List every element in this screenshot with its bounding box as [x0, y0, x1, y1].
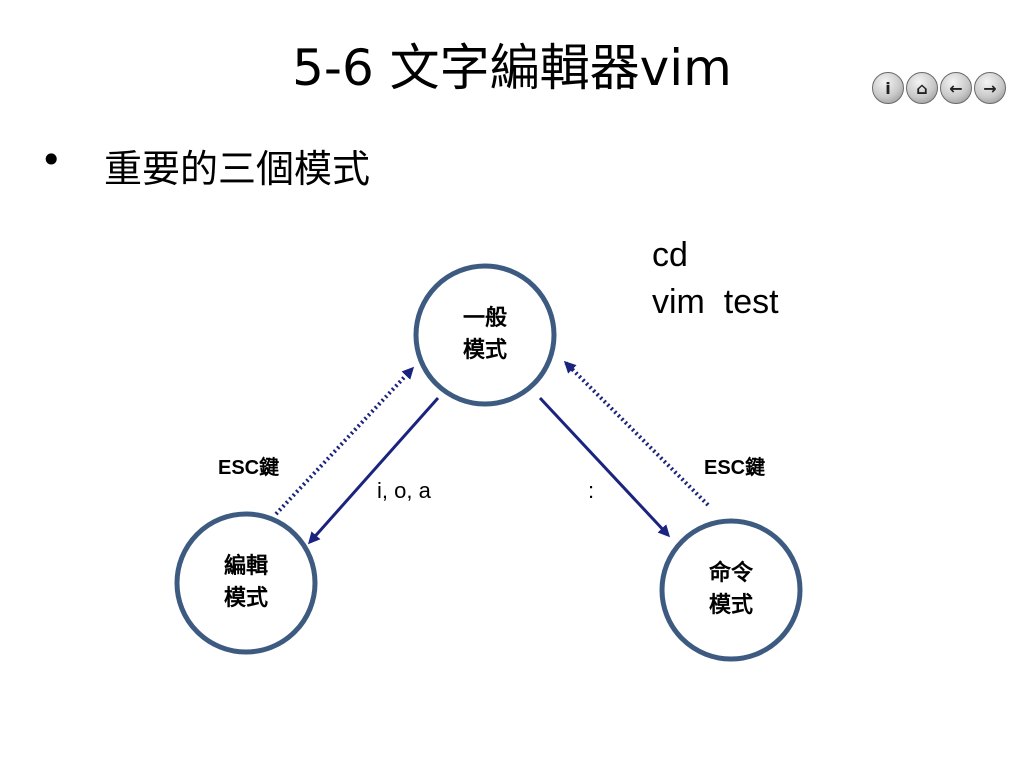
insert-keys-label: i, o, a	[377, 478, 431, 503]
edge-edit-to-normal-esc	[274, 366, 415, 516]
normal-mode-label: 一般 模式	[462, 306, 507, 363]
command-example: cd vim test	[652, 232, 779, 326]
edge-normal-to-command	[538, 396, 671, 538]
edit-esc-label: ESC鍵	[218, 457, 280, 479]
edit-mode-circle	[174, 511, 318, 655]
edge-normal-to-edit	[308, 397, 440, 545]
forward-arrow-icon[interactable]: →	[974, 72, 1006, 104]
info-icon[interactable]: i	[872, 72, 904, 104]
command-mode-circle	[659, 518, 803, 662]
bullet-item: • 重要的三個模式	[40, 138, 370, 193]
colon-key-label: :	[588, 478, 595, 503]
command-mode-label: 命令 模式	[708, 561, 753, 618]
edge-command-to-normal-esc	[563, 360, 710, 507]
slide-nav-bar: i ⌂ ← →	[872, 72, 1006, 104]
edit-mode-label: 編輯 模式	[223, 554, 268, 611]
slide-title: 5-6 文字編輯器vim	[292, 39, 732, 97]
command-line-vim: vim test	[652, 283, 779, 321]
home-icon[interactable]: ⌂	[906, 72, 938, 104]
command-line-cd: cd	[652, 236, 688, 274]
back-arrow-icon[interactable]: ←	[940, 72, 972, 104]
bullet-marker: •	[40, 138, 63, 182]
normal-mode-circle	[413, 263, 557, 407]
bullet-text: 重要的三個模式	[104, 147, 371, 191]
command-esc-label: ESC鍵	[704, 457, 766, 479]
